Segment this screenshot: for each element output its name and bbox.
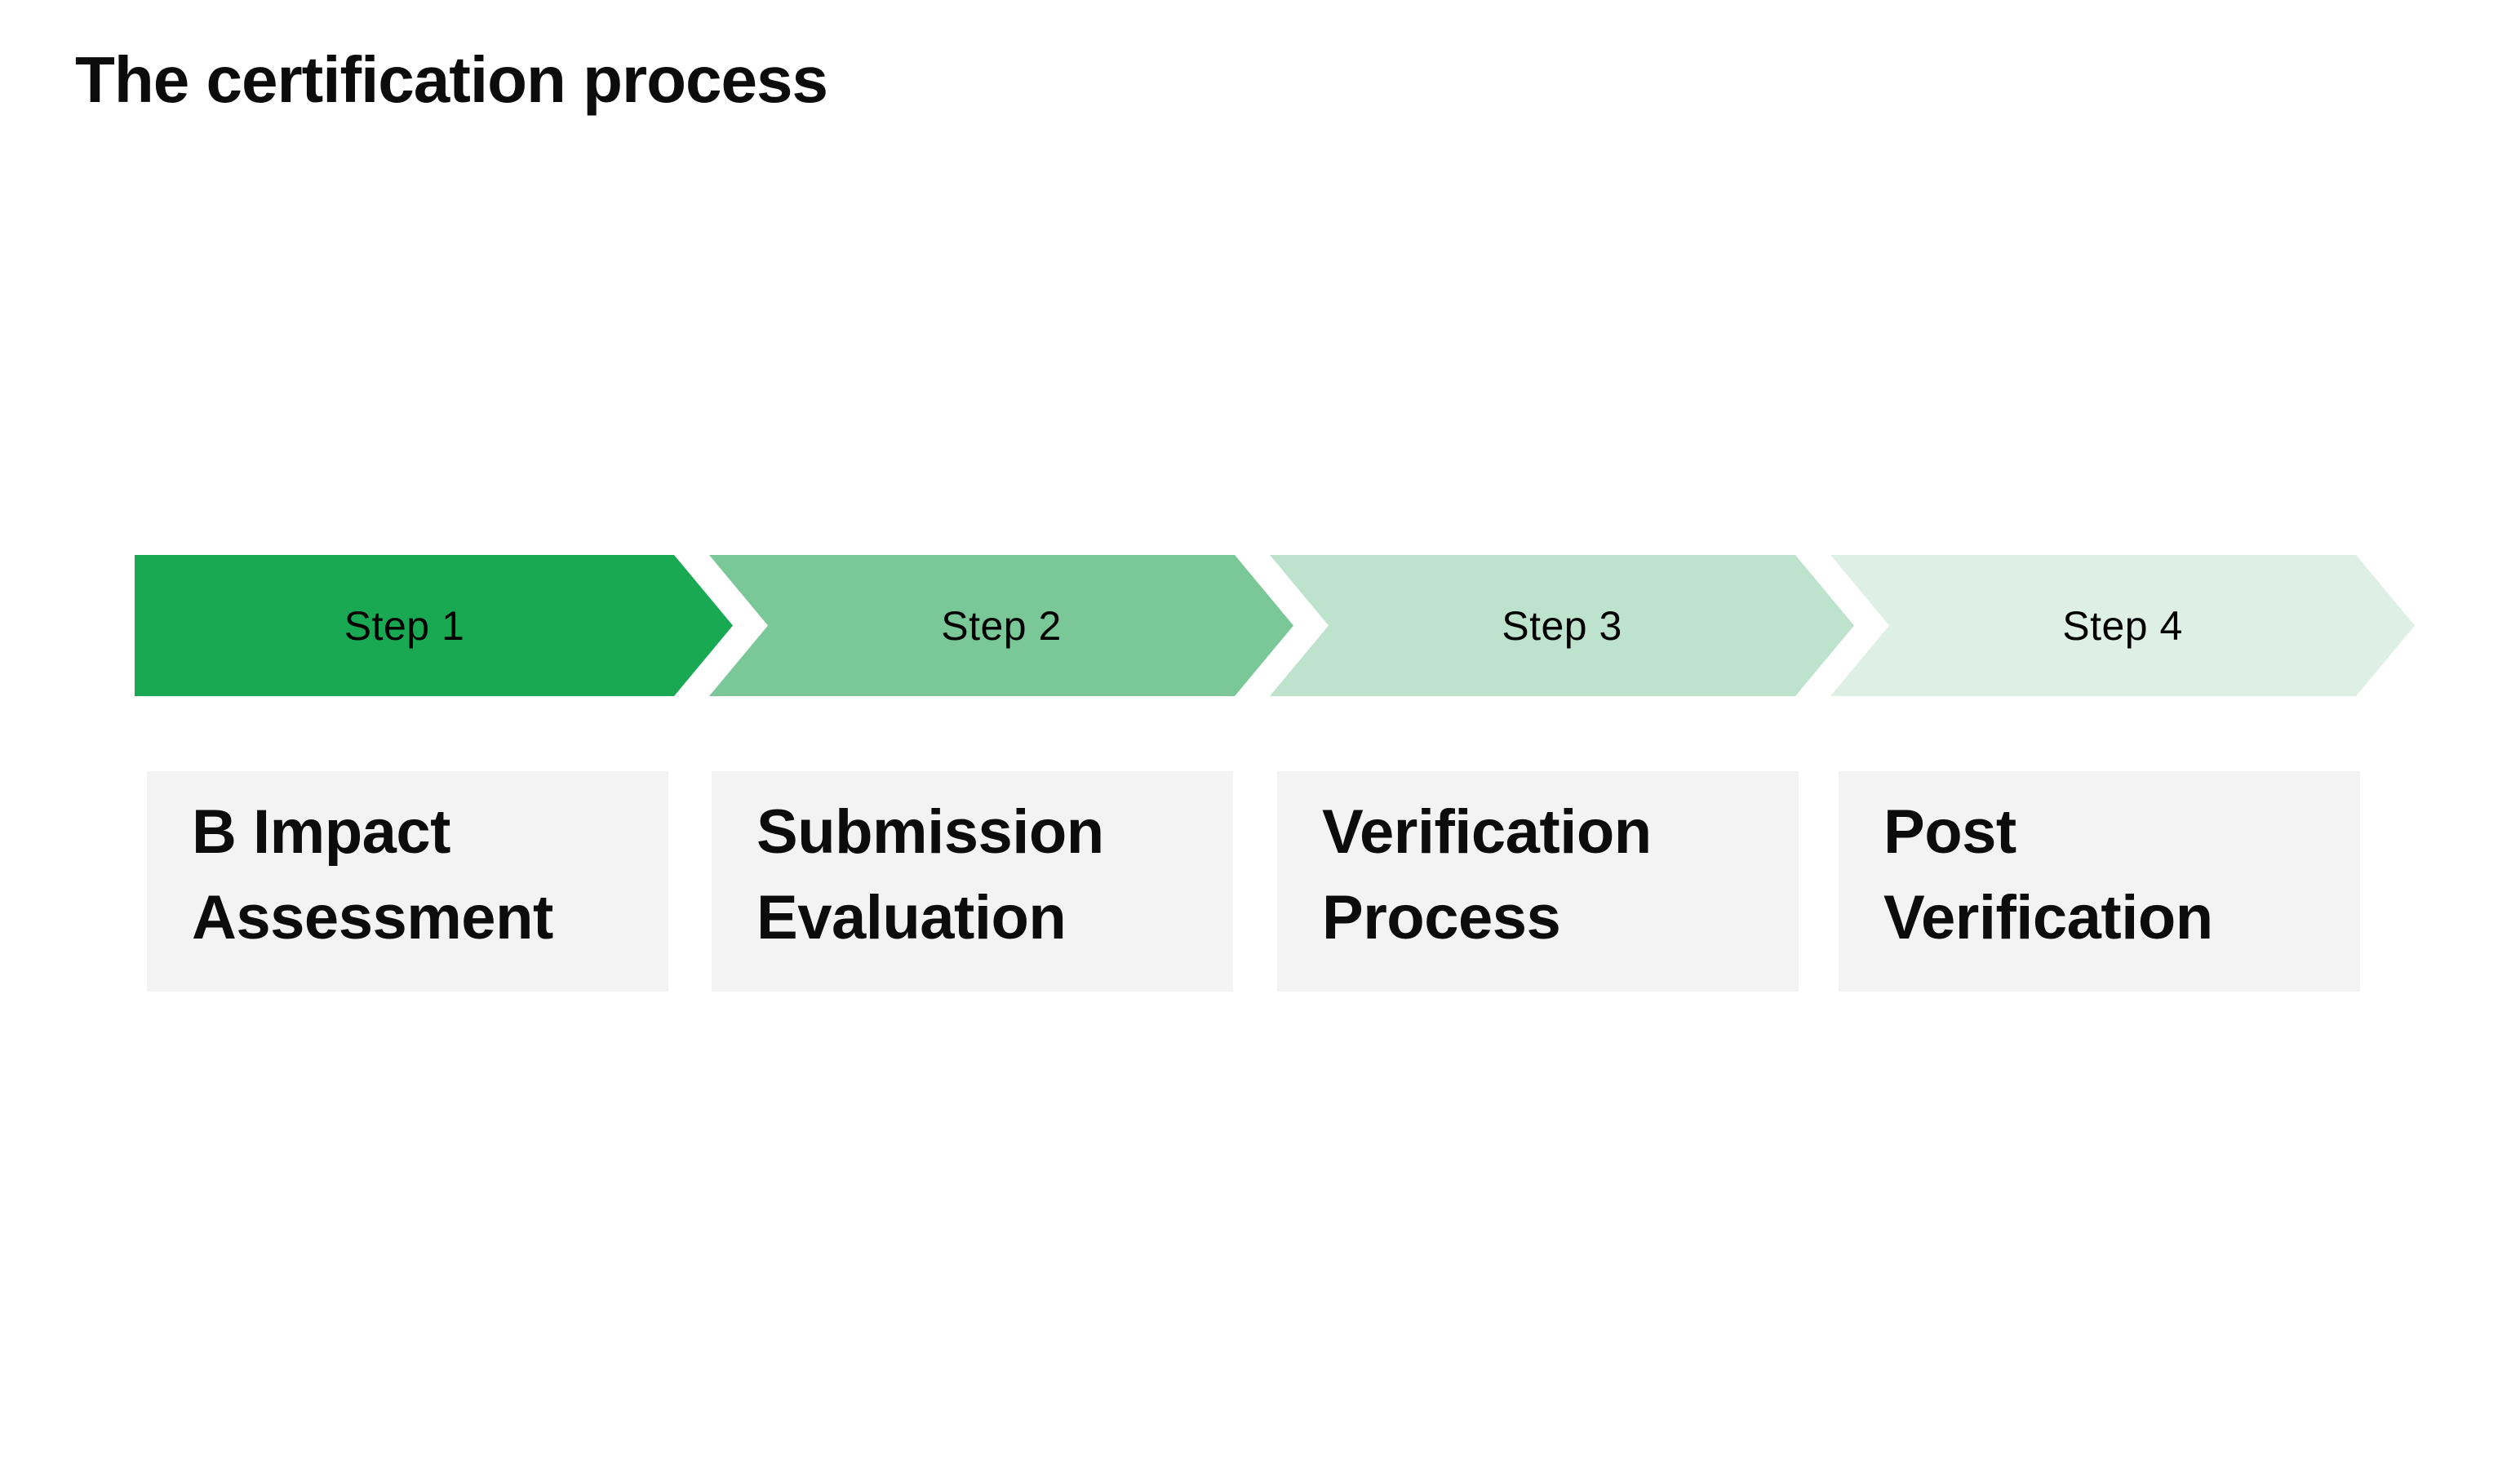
step-2-card: Submission Evaluation — [712, 771, 1233, 992]
step-1-label: Step 1 — [344, 602, 465, 649]
step-3-card-title-line-2: Process — [1322, 883, 1561, 952]
step-3-arrow: Step 3 — [1270, 555, 1854, 696]
step-1-card-title-line-2: Assessment — [192, 883, 553, 952]
step-4-arrow: Step 4 — [1830, 555, 2415, 696]
step-2-arrow: Step 2 — [709, 555, 1293, 696]
step-3-label: Step 3 — [1502, 602, 1622, 649]
step-2-label: Step 2 — [941, 602, 1062, 649]
step-2-card-title-line-1: Submission — [756, 797, 1104, 867]
step-1-card-title-line-1: B Impact — [192, 797, 450, 867]
step-1-arrow: Step 1 — [135, 555, 733, 696]
step-1-card: B Impact Assessment — [147, 771, 668, 992]
step-3-card: Verification Process — [1277, 771, 1799, 992]
step-3-card-title-line-1: Verification — [1322, 797, 1652, 867]
step-2-card-title-line-2: Evaluation — [756, 883, 1067, 952]
step-4-label: Step 4 — [2062, 602, 2183, 649]
step-4-card: Post Verification — [1839, 771, 2360, 992]
process-arrow-row: Step 1 Step 2 Step 3 Step 4 — [0, 555, 2520, 696]
page-title: The certification process — [75, 43, 828, 116]
step-4-card-title-line-2: Verification — [1883, 883, 2213, 952]
step-4-card-title-line-1: Post — [1883, 797, 2016, 867]
